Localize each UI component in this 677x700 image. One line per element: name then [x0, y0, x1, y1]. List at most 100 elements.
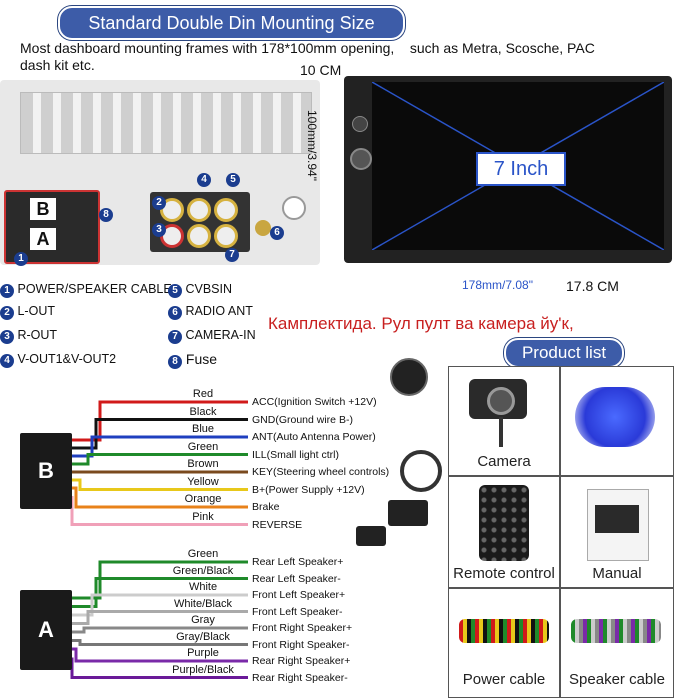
- product-cell-manual: Manual: [560, 476, 674, 588]
- wire-name: White: [188, 581, 218, 593]
- speaker-cable-icon: [571, 619, 661, 643]
- marker-3: 3: [152, 223, 166, 237]
- product-cell-camera: Camera: [448, 366, 560, 476]
- wire-line: [72, 478, 248, 491]
- product-label: Manual: [592, 565, 642, 582]
- wire-function: Brake: [252, 501, 280, 513]
- wire-line: [72, 418, 248, 450]
- legend-item: 8 Fuse: [168, 350, 217, 369]
- legend-item: 3 R-OUT: [0, 326, 57, 344]
- manual-cover-image-icon: [595, 505, 639, 533]
- product-label: SWC: [599, 453, 635, 470]
- wire-name: Green/Black: [172, 564, 234, 577]
- marker-7: 7: [225, 248, 239, 262]
- dim-width-cm2: 17.8 CM: [566, 278, 619, 294]
- usb-port-icon: [282, 196, 306, 220]
- legend-item: 6 RADIO ANT: [168, 302, 253, 320]
- intro-line-1: Most dashboard mounting frames with 178*…: [20, 40, 595, 56]
- wire-name: Red: [192, 388, 214, 400]
- header-title: Standard Double Din Mounting Size: [58, 6, 405, 40]
- camera-lens-icon: [487, 387, 515, 415]
- wire-function: REVERSE: [252, 518, 303, 531]
- antenna-jack-icon: [255, 220, 271, 236]
- wire-name: Brown: [187, 458, 219, 470]
- product-label: Camera: [477, 453, 531, 470]
- wire-function: KEY(Steering wheel controls): [252, 466, 390, 478]
- steering-wheel-icon: [400, 450, 442, 492]
- product-cell-swc: SWC: [560, 366, 674, 476]
- legend-item: 5 CVBSIN: [168, 280, 232, 298]
- wire-line: [72, 453, 248, 466]
- wire-function: Front Left Speaker+: [252, 589, 346, 601]
- heat-sink: [20, 92, 312, 154]
- wire-function: Front Right Speaker+: [252, 622, 353, 634]
- wire-function: GND(Ground wire B-): [252, 413, 353, 426]
- antenna-icon: [390, 358, 428, 396]
- product-cell-remote: Remote control: [448, 476, 560, 588]
- wire-line: [72, 647, 248, 663]
- marker-6: 6: [270, 226, 284, 240]
- wire-line: [72, 626, 248, 634]
- dim-width-cm: 10 CM: [300, 62, 342, 78]
- legend-item: 1 POWER/SPEAKER CABLE: [0, 280, 172, 298]
- power-cable-icon: [459, 619, 549, 643]
- wire-name: Gray: [191, 614, 215, 626]
- dim-height-mm: 100mm/3.94": [305, 110, 319, 181]
- head-unit-screen: 7 Inch: [372, 82, 664, 250]
- intro-text: Most dashboard mounting frames with 178*…: [20, 40, 670, 74]
- dim-width-mm: 178mm/7.08": [462, 278, 533, 292]
- volume-knob-icon[interactable]: [350, 148, 372, 170]
- wire-name: Purple/Black: [172, 663, 234, 676]
- wire-name: White/Black: [173, 597, 233, 610]
- connector-b-label: B: [30, 198, 56, 220]
- wire-line: [70, 496, 248, 526]
- wire-name: Pink: [192, 510, 214, 523]
- product-label: Speaker cable: [569, 671, 665, 688]
- wire-function: ACC(Ignition Switch +12V): [252, 396, 377, 408]
- head-unit-front: 7 Inch: [344, 76, 672, 263]
- power-button-icon[interactable]: [352, 116, 368, 132]
- wire-name: Orange: [184, 493, 222, 505]
- product-label: Remote control: [453, 565, 555, 582]
- wire-name: Purple: [187, 647, 219, 659]
- product-list-title: Product list: [504, 338, 624, 368]
- connector-a-block: A: [20, 590, 72, 670]
- wire-line: [72, 610, 248, 625]
- rca-jack-icon: [214, 224, 238, 248]
- rear-unit-illustration: B A 1 2 3 4 5 6 7 8: [0, 80, 320, 266]
- wire-function: B+(Power Supply +12V): [252, 483, 365, 496]
- wire-name: Blue: [191, 423, 215, 435]
- intro-line-2: dash kit etc.: [20, 57, 95, 73]
- wire-function: Rear Right Speaker+: [252, 655, 351, 667]
- legend-item: 4 V-OUT1&V-OUT2: [0, 350, 116, 368]
- connector-b-block: B: [20, 433, 72, 509]
- marker-2: 2: [152, 196, 166, 210]
- wire-name: Gray/Black: [176, 630, 230, 643]
- wire-name: Black: [189, 405, 217, 418]
- battery-icon: [388, 500, 428, 526]
- marker-8: 8: [99, 208, 113, 222]
- wire-line: [72, 639, 248, 646]
- rca-jack-icon: [187, 198, 211, 222]
- rca-jack-icon: [214, 198, 238, 222]
- wiring-diagram: [70, 400, 248, 679]
- wire-line: [72, 486, 248, 509]
- reverse-camera-icon: [356, 526, 386, 546]
- marker-1: 1: [14, 252, 28, 266]
- wire-name: Green: [187, 440, 219, 453]
- wire-name: Yellow: [187, 475, 219, 488]
- wire-function: Rear Right Speaker-: [252, 671, 348, 684]
- product-cell-speaker-cable: Speaker cable: [560, 588, 674, 698]
- product-cell-power-cable: Power cable: [448, 588, 560, 698]
- wire-function: Front Left Speaker-: [252, 605, 343, 618]
- legend-item: 7 CAMERA-IN: [168, 326, 256, 344]
- wire-line: [70, 657, 248, 679]
- wire-line: [72, 577, 248, 608]
- wire-name: Green: [187, 548, 219, 560]
- wire-function: Rear Left Speaker+: [252, 556, 344, 568]
- rca-jack-icon: [160, 198, 184, 222]
- camera-cable-icon: [499, 417, 503, 447]
- wire-line: [72, 435, 248, 458]
- connector-a-label: A: [30, 228, 56, 250]
- wire-function: Front Right Speaker-: [252, 638, 350, 651]
